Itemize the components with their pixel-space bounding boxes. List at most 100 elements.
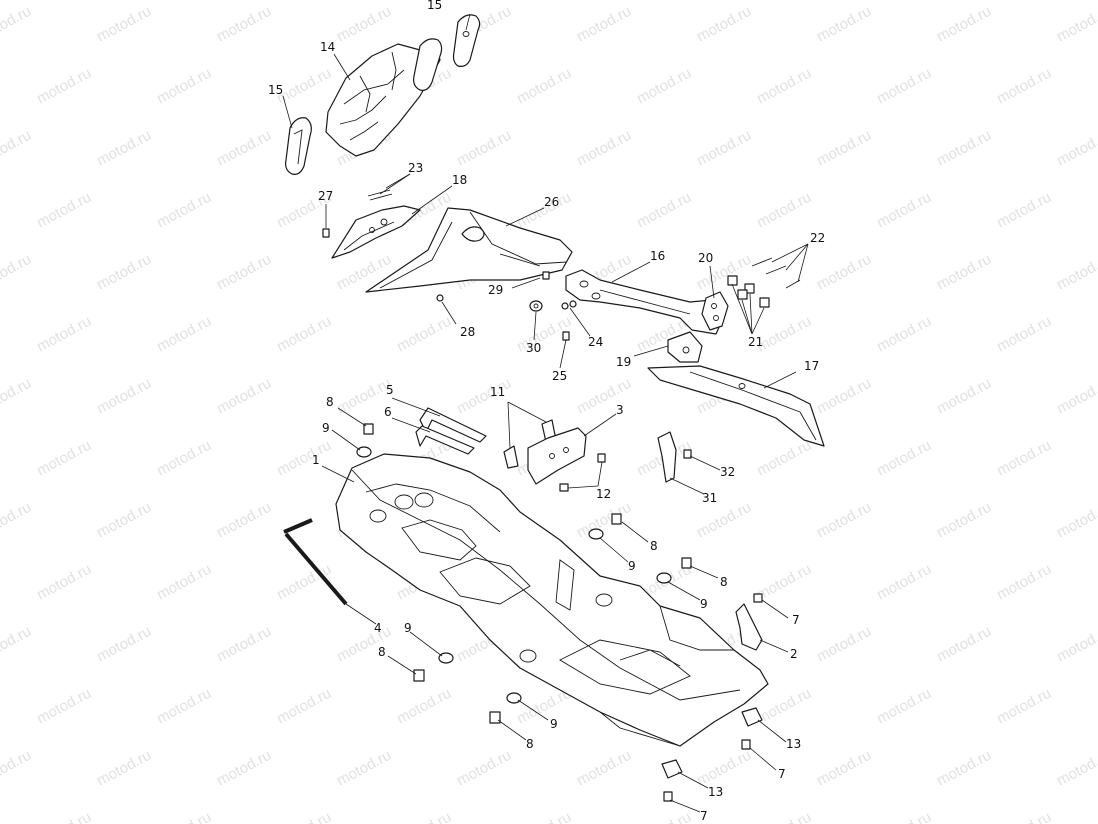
watermark-text: motod.ru [394, 685, 454, 728]
watermark-text: motod.ru [0, 747, 34, 790]
callout-17: 17 [804, 359, 819, 373]
part-16-rail [565, 269, 725, 335]
part-26-side-cover [365, 207, 573, 293]
watermark-text: motod.ru [214, 251, 274, 294]
callout-11: 11 [490, 385, 505, 399]
watermark-text: motod.ru [874, 437, 934, 480]
callout-6: 6 [384, 405, 392, 419]
watermark-text: motod.ru [514, 809, 574, 824]
callout-30: 30 [526, 341, 541, 355]
watermark-text: motod.ru [94, 251, 154, 294]
watermark-text: motod.ru [574, 375, 634, 418]
watermark-text: motod.ru [694, 3, 754, 46]
watermark-text: motod.ru [934, 251, 994, 294]
part-11-clips [503, 419, 557, 469]
callout-26: 26 [544, 195, 559, 209]
watermark-text: motod.ru [934, 3, 994, 46]
part-29-screw [542, 271, 550, 280]
watermark-text: motod.ru [274, 437, 334, 480]
callout-3: 3 [616, 403, 624, 417]
callout-8: 8 [378, 645, 386, 659]
callout-4: 4 [374, 621, 382, 635]
watermark-text: motod.ru [34, 437, 94, 480]
watermark-text: motod.ru [154, 65, 214, 108]
watermark-text: motod.ru [0, 499, 34, 542]
part-27-bolt [322, 228, 330, 238]
watermark-text: motod.ru [0, 127, 34, 170]
part-28-nut [436, 294, 444, 302]
watermark-text: motod.ru [814, 499, 874, 542]
callouts: 15 14 15 23 18 27 26 16 20 22 29 28 30 2… [268, 0, 825, 823]
watermark-text: motod.ru [154, 685, 214, 728]
part-32-bolt [683, 449, 692, 459]
watermark-text: motod.ru [694, 499, 754, 542]
watermark-text: motod.ru [334, 747, 394, 790]
watermark-text: motod.ru [994, 685, 1054, 728]
callout-8: 8 [526, 737, 534, 751]
callout-19: 19 [616, 355, 631, 369]
callout-8: 8 [650, 539, 658, 553]
watermark-text: motod.ru [394, 809, 454, 824]
part-25-screw [562, 331, 570, 341]
part-23-pins [367, 189, 393, 201]
watermark-text: motod.ru [454, 747, 514, 790]
watermark-text: motod.ru [274, 685, 334, 728]
part-18-bracket [331, 205, 421, 259]
callout-25: 25 [552, 369, 567, 383]
callout-22: 22 [810, 231, 825, 245]
watermark-text: motod.ru [94, 747, 154, 790]
watermark-text: motod.ru [154, 809, 214, 824]
watermark-text: motod.ru [934, 499, 994, 542]
callout-18: 18 [452, 173, 467, 187]
watermark-text: motod.ru [934, 623, 994, 666]
part-7-screws [663, 593, 763, 802]
watermark-text: motod.ru [874, 809, 934, 824]
callout-9: 9 [322, 421, 330, 435]
part-9-washers [356, 446, 672, 704]
watermark-text: motod.ru [1054, 623, 1098, 666]
callout-13: 13 [708, 785, 723, 799]
callout-16: 16 [650, 249, 665, 263]
watermark-text: motod.ru [1054, 375, 1098, 418]
callout-13: 13 [786, 737, 801, 751]
callout-9: 9 [404, 621, 412, 635]
callout-9: 9 [550, 717, 558, 731]
watermark-text: motod.ru [214, 499, 274, 542]
part-2-clip [735, 603, 763, 651]
watermark-text: motod.ru [874, 685, 934, 728]
part-15-lens-right [452, 14, 481, 67]
callout-12: 12 [596, 487, 611, 501]
watermark-text: motod.ru [94, 623, 154, 666]
part-30-washer [529, 300, 543, 312]
watermark-text: motod.ru [1054, 127, 1098, 170]
watermark-text: motod.ru [154, 437, 214, 480]
part-24-clips [561, 300, 577, 310]
watermark-text: motod.ru [274, 809, 334, 824]
watermark-text: motod.ru [994, 313, 1054, 356]
part-15-lens-left [285, 117, 312, 175]
watermark-text: motod.ru [154, 189, 214, 232]
watermark-text: motod.ru [634, 809, 694, 824]
callout-20: 20 [698, 251, 713, 265]
callout-28: 28 [460, 325, 475, 339]
callout-15: 15 [427, 0, 442, 12]
watermark-text: motod.ru [814, 127, 874, 170]
watermark-text: motod.ru [94, 499, 154, 542]
watermark-text: motod.ru [574, 747, 634, 790]
watermark-text: motod.ru [214, 127, 274, 170]
watermark-text: motod.ru [754, 65, 814, 108]
part-31-bracket [657, 431, 677, 483]
watermark-text: motod.ru [994, 809, 1054, 824]
callout-8: 8 [326, 395, 334, 409]
callout-14: 14 [320, 40, 335, 54]
watermark-text: motod.ru [754, 561, 814, 604]
callout-8: 8 [720, 575, 728, 589]
watermark-text: motod.ru [814, 251, 874, 294]
watermark-text: motod.ru [874, 189, 934, 232]
watermark-text: motod.ru [94, 375, 154, 418]
watermark-text: motod.ru [1054, 3, 1098, 46]
part-8-bolts [363, 423, 692, 724]
watermark-text: motod.ru [1054, 499, 1098, 542]
part-6-rod [415, 425, 475, 455]
